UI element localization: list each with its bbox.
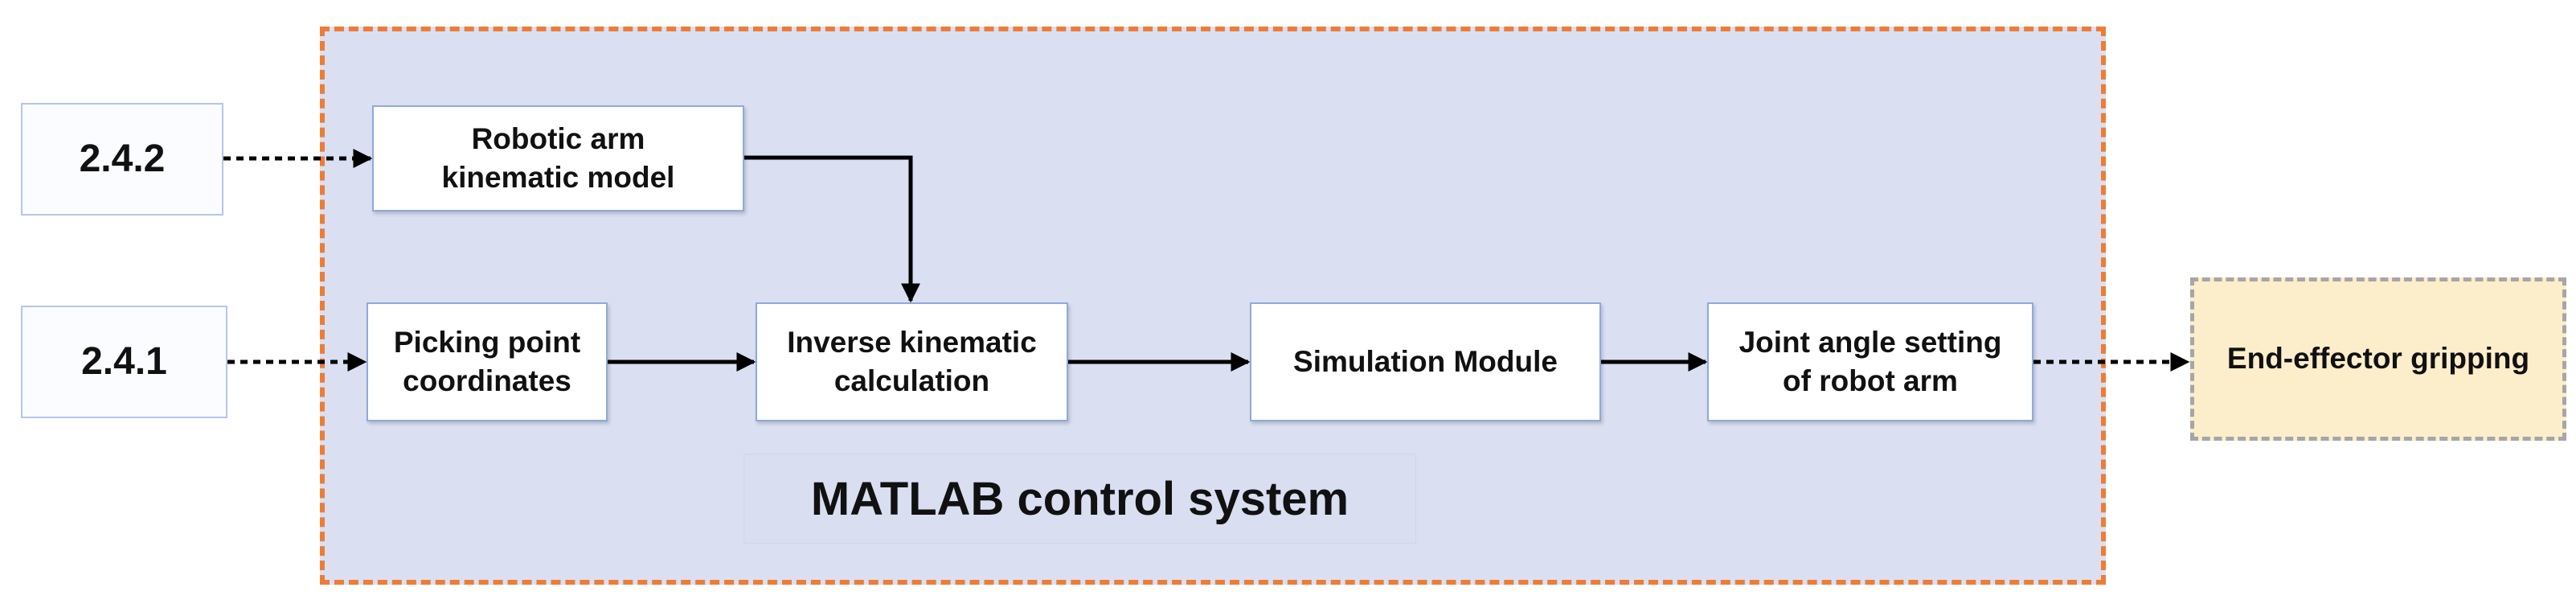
inverse-kinematic-label: Inverse kinematic calculation xyxy=(787,325,1037,397)
ref-2-4-1-label: 2.4.1 xyxy=(81,339,167,383)
ref-2-4-1-box: 2.4.1 xyxy=(21,306,227,418)
system-title: MATLAB control system xyxy=(743,454,1416,544)
inverse-kinematic-box: Inverse kinematic calculation xyxy=(756,302,1068,421)
end-effector-box: End-effector gripping xyxy=(2190,277,2566,441)
system-title-text: MATLAB control system xyxy=(810,472,1349,525)
joint-angle-box: Joint angle setting of robot arm xyxy=(1707,302,2033,421)
kinematic-model-label: Robotic arm kinematic model xyxy=(441,121,675,194)
simulation-module-box: Simulation Module xyxy=(1250,302,1601,421)
simulation-module-label: Simulation Module xyxy=(1293,344,1558,378)
ref-2-4-2-box: 2.4.2 xyxy=(21,103,223,216)
ref-2-4-2-label: 2.4.2 xyxy=(79,137,166,180)
end-effector-label: End-effector gripping xyxy=(2226,342,2530,376)
picking-point-label: Picking point coordinates xyxy=(393,325,581,397)
joint-angle-label: Joint angle setting of robot arm xyxy=(1738,325,2002,397)
kinematic-model-box: Robotic arm kinematic model xyxy=(372,105,744,212)
picking-point-box: Picking point coordinates xyxy=(367,302,608,421)
